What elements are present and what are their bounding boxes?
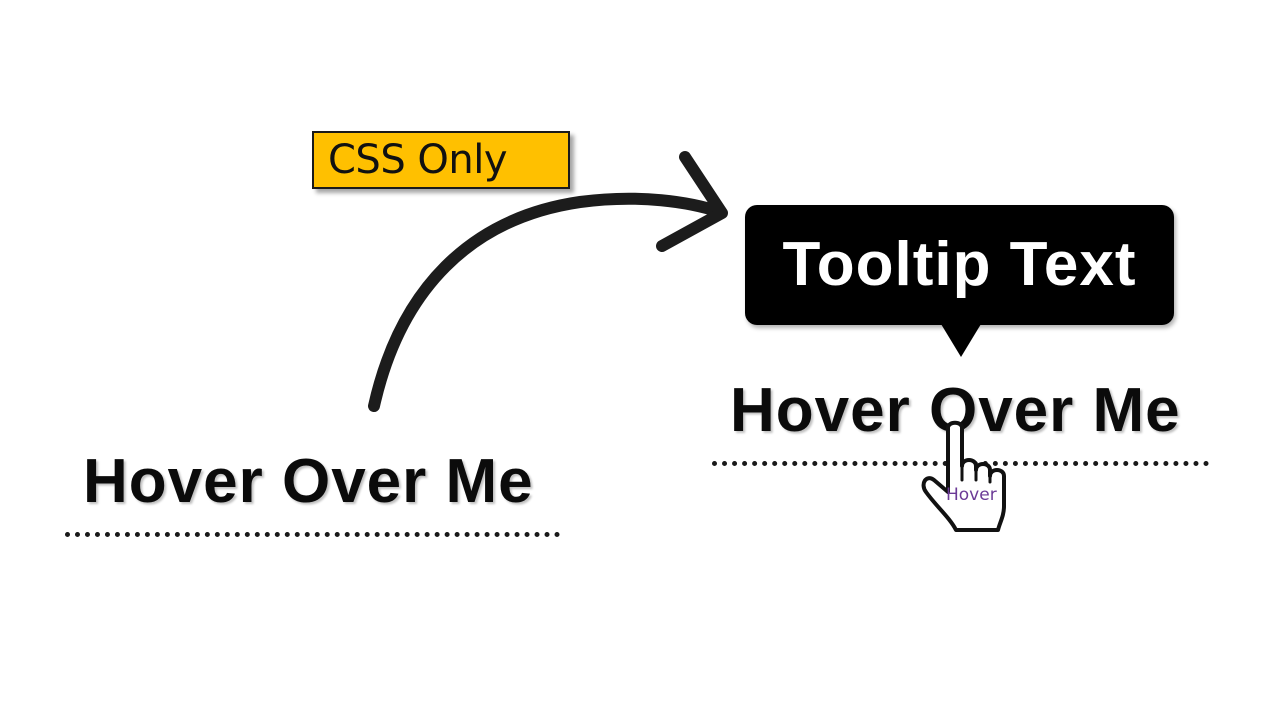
- hover-target-before[interactable]: Hover Over Me: [83, 447, 534, 516]
- css-only-badge: CSS Only: [312, 131, 570, 189]
- tooltip-text: Tooltip Text: [782, 230, 1137, 299]
- dotted-underline-before: [65, 532, 560, 537]
- badge-label: CSS Only: [328, 137, 508, 183]
- tooltip-box: Tooltip Text: [745, 205, 1174, 325]
- cursor-label: Hover: [946, 485, 997, 505]
- tooltip-pointer: [941, 324, 981, 357]
- hand-pointer-icon: [921, 420, 1006, 532]
